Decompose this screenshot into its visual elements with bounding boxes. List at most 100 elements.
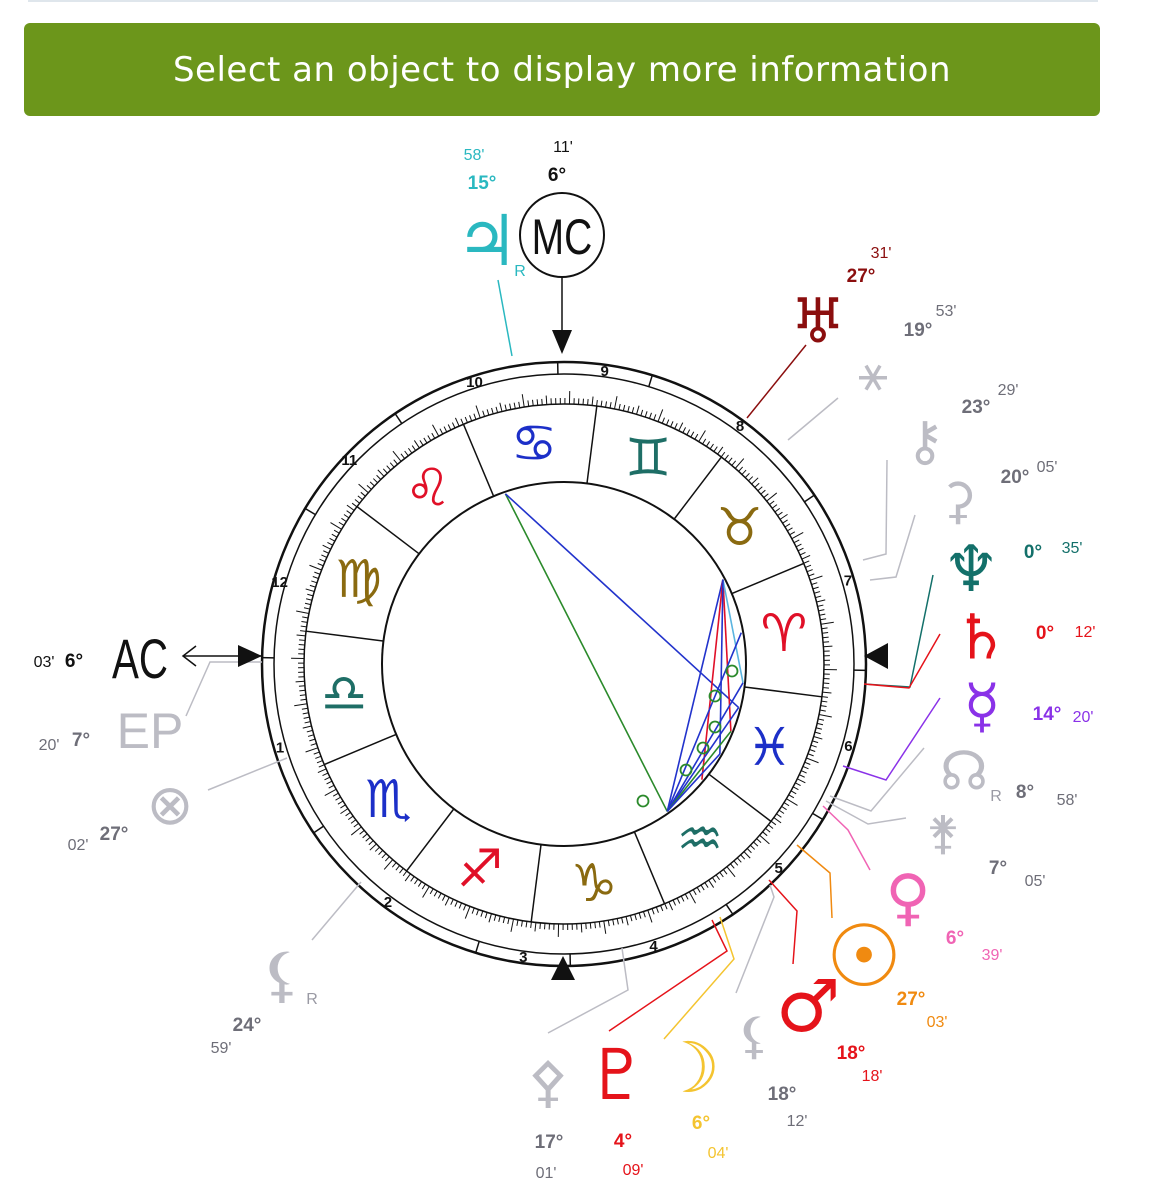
sign-cancer-icon: ♋ (511, 414, 558, 474)
pallas-icon[interactable]: ⚴ (527, 1050, 568, 1115)
lilith-point-icon[interactable]: ⚸ (736, 1007, 773, 1065)
uranus-glyph-group[interactable]: ♅27°31' (790, 245, 891, 357)
pallas-glyph-group[interactable]: ⚴17°01' (527, 1050, 568, 1182)
degree-tick (346, 510, 352, 515)
juno-glyph-group[interactable]: ⚵7°05' (926, 806, 1045, 890)
planet-glyphs[interactable]: ♃15°58'R ♅27°31'⚹19°53'⚷23°29'⚳20°05'♆0°3… (39, 147, 1096, 1182)
node-glyph-group[interactable]: ☊8°58'R (940, 739, 1077, 809)
degree-tick (319, 558, 326, 563)
fortune-glyph-group[interactable]: ⊗27°02' (68, 773, 194, 854)
degree-tick (369, 843, 377, 851)
degree-tick (309, 564, 322, 571)
degree-tick (315, 755, 322, 759)
degree-tick (822, 632, 829, 634)
ceres-icon[interactable]: ⚳ (940, 472, 977, 530)
chiron-icon[interactable]: ⚷ (905, 409, 945, 472)
mercury-glyph-group[interactable]: ☿14°20' (964, 672, 1094, 742)
sun-icon[interactable]: ☉ (825, 907, 902, 1007)
neptune-icon[interactable]: ♆ (942, 533, 999, 607)
venus-icon[interactable]: ♀ (885, 860, 930, 933)
venus-minutes: 39' (982, 947, 1003, 964)
degree-tick (421, 883, 426, 890)
degree-tick (763, 493, 769, 498)
degree-tick (464, 416, 468, 423)
pallas-leader (547, 947, 629, 1034)
fortune-icon[interactable]: ⊗ (147, 773, 194, 838)
degree-tick (821, 696, 828, 698)
degree-tick (676, 897, 681, 904)
ep-glyph-group[interactable]: EP7°20' (39, 703, 184, 759)
house-cusp-mark (725, 904, 734, 915)
sun-degree: 27° (897, 989, 926, 1010)
degree-tick (607, 920, 610, 927)
degree-tick (770, 820, 777, 826)
moon-icon[interactable]: ☽ (658, 1027, 721, 1109)
uranus-icon[interactable]: ♅ (790, 284, 846, 357)
degree-tick (822, 687, 829, 689)
jupiter-glyph-group[interactable]: ♃15°58'R (456, 147, 526, 282)
sun-glyph-group[interactable]: ☉27°03' (825, 907, 947, 1031)
degree-tick (464, 906, 471, 919)
degree-tick (317, 768, 327, 774)
lilith-point-glyph-group[interactable]: ⚸18°12' (736, 1007, 808, 1130)
sign-boundary (731, 562, 805, 595)
ceres-glyph-group[interactable]: ⚳20°05' (940, 459, 1058, 530)
ep-icon[interactable]: EP (117, 703, 184, 759)
sign-boundary (708, 773, 772, 822)
degree-tick (715, 874, 721, 881)
lilith-glyph-group[interactable]: ⚸24°59'R (211, 941, 318, 1057)
degree-tick (686, 429, 691, 436)
vertex-icon[interactable]: ⚹ (858, 344, 888, 402)
degree-tick (771, 504, 778, 509)
aspect-line (504, 493, 668, 812)
degree-tick (799, 774, 805, 778)
node-icon[interactable]: ☊ (940, 739, 988, 802)
degree-tick (822, 691, 832, 694)
degree-tick (413, 440, 420, 449)
degree-tick (653, 414, 657, 421)
vertex-glyph-group[interactable]: ⚹19°53' (858, 303, 956, 402)
degree-tick (724, 454, 729, 460)
degree-tick (300, 698, 307, 701)
degree-tick (793, 539, 800, 544)
degree-tick (318, 764, 325, 768)
degree-tick (818, 714, 832, 718)
degree-tick (296, 634, 306, 637)
degree-tick (591, 396, 594, 406)
degree-tick (335, 796, 341, 801)
degree-tick (708, 879, 715, 888)
sign-gemini-icon: ♊ (625, 429, 672, 489)
house-cusp-mark (304, 507, 316, 516)
lilith-icon[interactable]: ⚸ (260, 941, 304, 1011)
mars-glyph-group[interactable]: ♂18°18' (776, 964, 883, 1085)
degree-tick (664, 903, 668, 910)
fortune-degree: 27° (100, 824, 129, 845)
sun-minutes: 03' (927, 1014, 948, 1031)
pluto-icon[interactable]: ♇ (586, 1034, 649, 1116)
degree-tick (299, 694, 306, 696)
degree-tick (810, 744, 817, 748)
degree-tick (504, 404, 507, 411)
neptune-glyph-group[interactable]: ♆0°35' (942, 533, 1082, 607)
aspect-line (666, 579, 724, 812)
uranus-degree: 27° (847, 266, 876, 287)
degree-tick (374, 846, 380, 852)
house-number-12: 12 (271, 574, 288, 591)
aspect-line (504, 493, 740, 709)
venus-glyph-group[interactable]: ♀6°39' (885, 860, 1002, 964)
jupiter-icon[interactable]: ♃ (456, 200, 519, 282)
saturn-icon[interactable]: ♄ (953, 600, 1009, 673)
moon-glyph-group[interactable]: ☽6°04' (658, 1027, 729, 1162)
mercury-icon[interactable]: ☿ (964, 672, 1001, 742)
degree-tick (427, 435, 432, 441)
aspect-marker (679, 763, 693, 777)
mars-icon[interactable]: ♂ (776, 964, 841, 1048)
degree-tick (594, 922, 596, 929)
chiron-glyph-group[interactable]: ⚷23°29' (905, 382, 1018, 472)
degree-tick (813, 736, 823, 740)
degree-tick (469, 415, 473, 422)
saturn-glyph-group[interactable]: ♄0°12' (953, 600, 1095, 673)
info-banner[interactable]: Select an object to display more informa… (24, 23, 1100, 116)
pluto-glyph-group[interactable]: ♇4°09' (586, 1034, 649, 1179)
juno-icon[interactable]: ⚵ (926, 806, 960, 860)
